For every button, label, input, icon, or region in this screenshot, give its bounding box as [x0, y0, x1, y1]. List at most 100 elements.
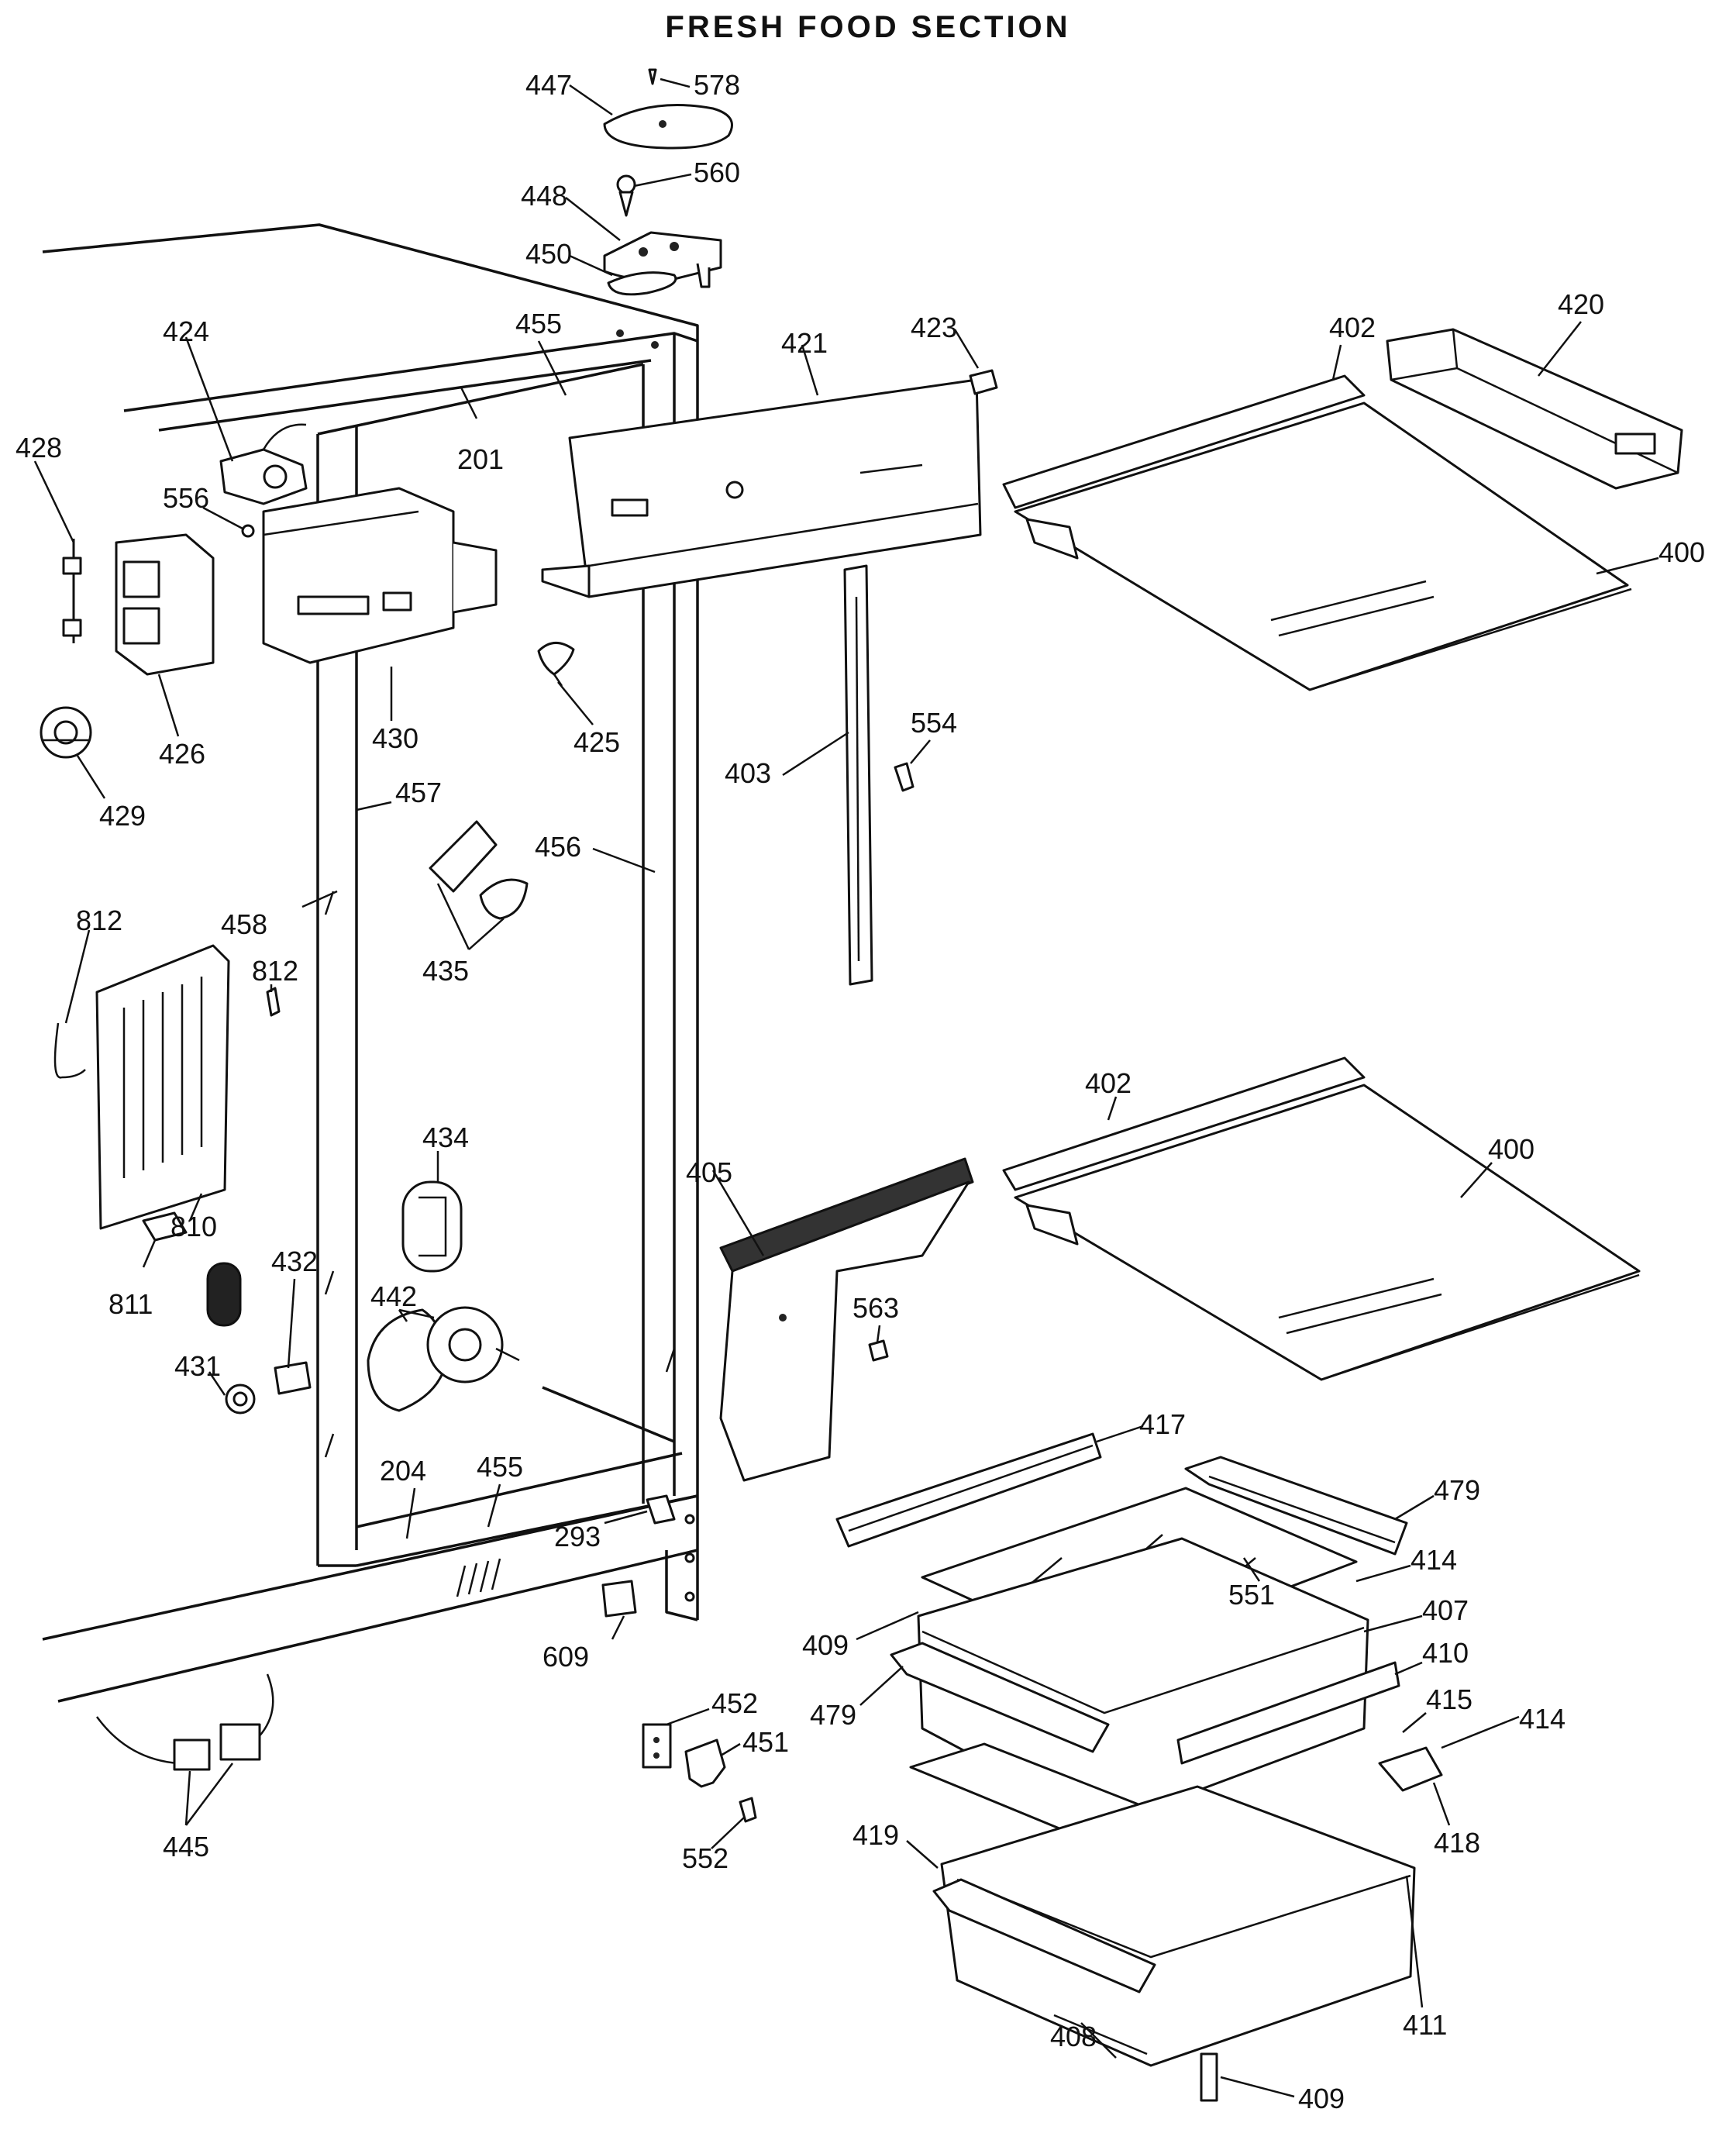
bracket-293 — [646, 1494, 676, 1525]
part-label-204: 204 — [380, 1455, 426, 1487]
pan-support-479-upper — [1184, 1456, 1408, 1556]
part-label-429: 429 — [99, 800, 146, 832]
fan-assembly-442 — [367, 1306, 520, 1412]
part-label-405: 405 — [686, 1156, 732, 1188]
hinge-shim — [607, 271, 677, 296]
part-label-428: 428 — [16, 432, 62, 463]
part-label-447: 447 — [525, 69, 572, 101]
part-label-448: 448 — [521, 180, 567, 212]
light-shield-435 — [429, 820, 529, 920]
part-labels: 578 447 560 448 450 423 421 455 420 402 … — [16, 69, 1705, 2114]
part-label-423: 423 — [911, 312, 957, 343]
part-label-450: 450 — [525, 238, 572, 270]
part-label-417: 417 — [1139, 1408, 1186, 1440]
part-label-458: 458 — [221, 908, 267, 940]
part-label-293: 293 — [554, 1521, 601, 1552]
part-label-812-right: 812 — [252, 955, 298, 987]
part-label-426: 426 — [159, 738, 205, 770]
crisper-pan-front-410 — [1176, 1661, 1400, 1765]
part-label-811: 811 — [108, 1288, 153, 1320]
part-label-552: 552 — [682, 1842, 728, 1874]
drain-tube-432 — [206, 1262, 312, 1395]
part-label-409-lower: 409 — [1298, 2083, 1345, 2114]
part-label-455-top: 455 — [515, 308, 562, 339]
part-label-420: 420 — [1558, 288, 1604, 320]
control-housing — [262, 487, 498, 664]
grommet-431 — [225, 1384, 256, 1415]
part-label-408: 408 — [1050, 2021, 1097, 2052]
part-label-201: 201 — [457, 443, 504, 475]
part-label-451: 451 — [742, 1726, 789, 1758]
control-panel-421 — [541, 378, 982, 598]
damper-link — [62, 539, 82, 643]
part-label-432: 432 — [271, 1246, 318, 1277]
part-label-445: 445 — [163, 1831, 209, 1862]
label-409 — [1200, 2052, 1218, 2102]
part-label-424: 424 — [163, 315, 209, 347]
screw-556 — [241, 524, 255, 538]
part-label-400-lower: 400 — [1488, 1133, 1534, 1165]
part-label-414-upper: 414 — [1410, 1544, 1457, 1576]
screw-563 — [868, 1339, 889, 1362]
part-label-407: 407 — [1422, 1594, 1469, 1626]
part-label-415: 415 — [1426, 1683, 1472, 1715]
hinge-cover — [603, 104, 733, 150]
utility-bin-420 — [1386, 328, 1683, 490]
part-label-425: 425 — [574, 726, 620, 758]
crisper-pan-upper — [890, 1537, 1369, 1827]
screw-812 — [266, 987, 281, 1017]
part-label-430: 430 — [372, 722, 418, 754]
part-label-419: 419 — [852, 1819, 899, 1851]
part-label-410: 410 — [1422, 1637, 1469, 1669]
part-label-578: 578 — [694, 69, 740, 101]
part-label-418: 418 — [1434, 1827, 1480, 1859]
drain-trough-434 — [401, 1180, 463, 1273]
pan-support-417 — [835, 1432, 1102, 1548]
part-label-400-upper: 400 — [1658, 536, 1705, 568]
part-label-435: 435 — [422, 955, 469, 987]
part-label-442: 442 — [370, 1280, 417, 1312]
part-label-812-left: 812 — [76, 905, 122, 936]
part-label-479-upper: 479 — [1434, 1474, 1480, 1506]
part-label-402-lower: 402 — [1085, 1067, 1132, 1099]
part-label-409-upper: 409 — [802, 1629, 849, 1661]
light-socket-425 — [537, 642, 575, 687]
bracket-609 — [601, 1580, 637, 1618]
part-label-452: 452 — [711, 1687, 758, 1719]
part-label-402-upper: 402 — [1329, 312, 1376, 343]
control-knob-429 — [40, 706, 92, 759]
diagram-title: FRESH FOOD SECTION — [665, 10, 1070, 44]
part-label-403: 403 — [725, 757, 771, 789]
shelf-ladder-403 — [843, 564, 873, 986]
leader-lines — [33, 78, 1659, 2098]
part-label-434: 434 — [422, 1122, 469, 1153]
part-label-456: 456 — [535, 831, 581, 863]
part-label-554: 554 — [911, 707, 957, 739]
part-label-560: 560 — [694, 157, 740, 188]
screw-560 — [616, 174, 636, 217]
temperature-control — [219, 423, 308, 505]
shelf-upper — [1002, 374, 1632, 691]
part-label-414-lower: 414 — [1519, 1703, 1566, 1735]
shelf-lower — [1002, 1056, 1641, 1381]
part-label-455-bottom: 455 — [477, 1451, 523, 1483]
part-label-563: 563 — [852, 1292, 899, 1324]
pan-support-418 — [1378, 1746, 1443, 1792]
part-label-421: 421 — [781, 327, 828, 359]
evaporator-plate-810 — [53, 944, 230, 1230]
screw-554 — [894, 762, 914, 792]
part-label-551: 551 — [1228, 1579, 1275, 1611]
part-label-479-lower: 479 — [810, 1699, 856, 1731]
plate-452 — [642, 1723, 672, 1769]
hinge-451 — [684, 1738, 726, 1788]
wire-harness-445 — [95, 1673, 274, 1771]
part-label-810: 810 — [170, 1211, 217, 1242]
screw-552 — [739, 1797, 757, 1823]
light-bulb-423 — [969, 369, 998, 395]
part-label-431: 431 — [174, 1350, 221, 1382]
clip-811 — [142, 1211, 188, 1242]
air-damper — [115, 533, 215, 676]
shelf-support-405 — [719, 1157, 974, 1482]
part-label-411: 411 — [1403, 2009, 1447, 2041]
